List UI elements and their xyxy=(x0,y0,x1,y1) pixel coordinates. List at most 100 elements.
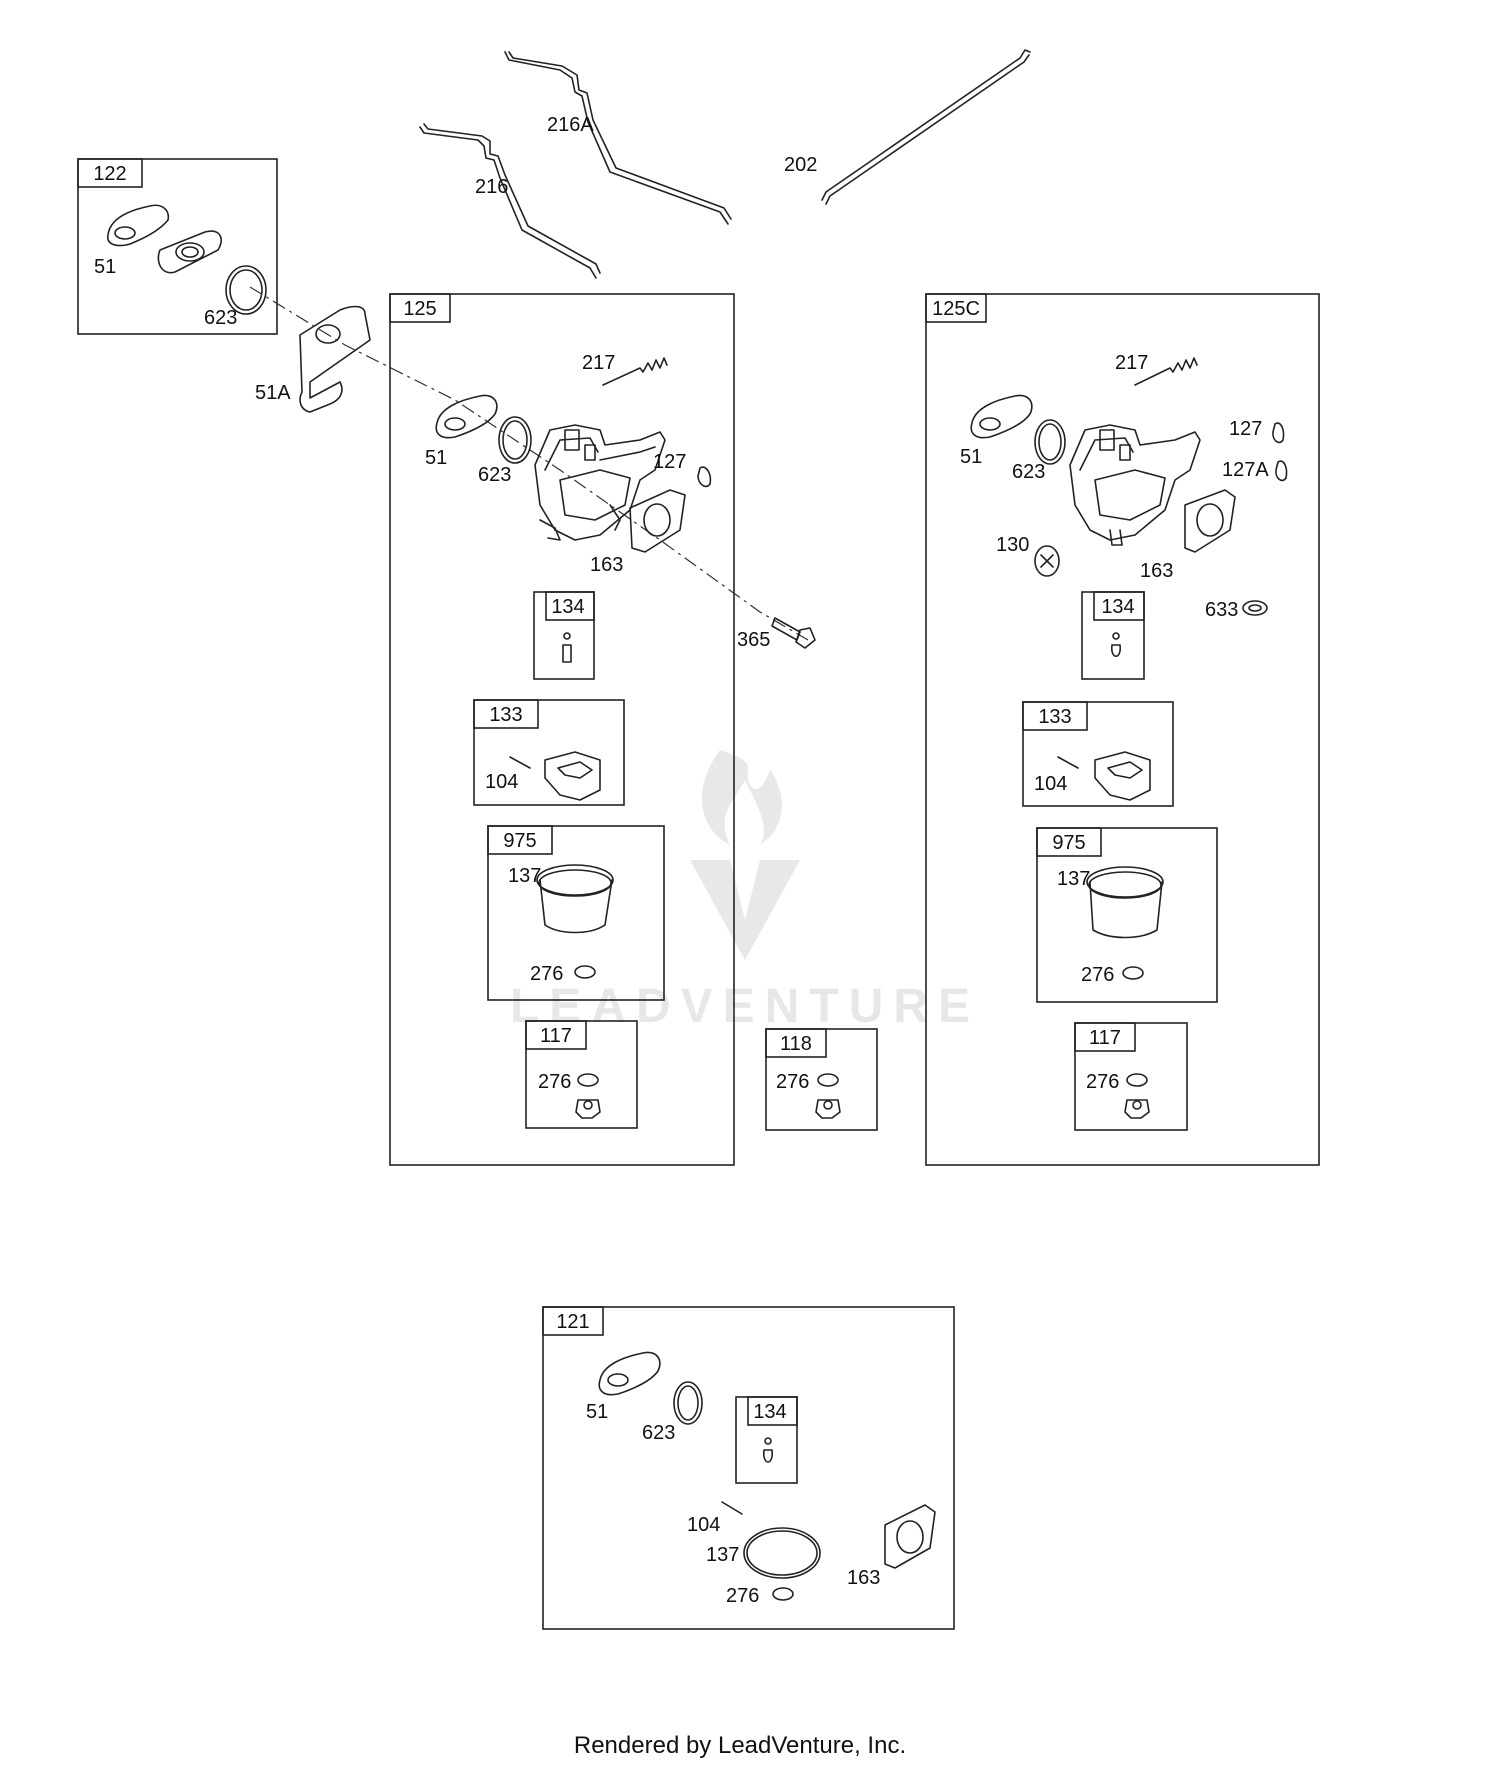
footer-credit: Rendered by LeadVenture, Inc. xyxy=(574,1732,906,1759)
rod-216 xyxy=(419,123,601,279)
part-label-127A-kit125C: 127A xyxy=(1222,459,1269,481)
kit-117-number-a: 117 xyxy=(540,1025,572,1047)
kit-117-number-b: 117 xyxy=(1089,1027,1121,1049)
clip-127-kit125C xyxy=(1272,422,1285,444)
part-label-623-kit121: 623 xyxy=(642,1422,675,1444)
kit-975-box-a: 975 137 276 xyxy=(487,825,665,1001)
kit-121-number: 121 xyxy=(556,1311,589,1333)
kit-975-number-b: 975 xyxy=(1052,832,1085,854)
kit-134-box-b: 134 xyxy=(1081,591,1145,680)
carburetor-body-125 xyxy=(534,424,666,541)
part-130 xyxy=(1034,545,1060,577)
part-label-51-kit121: 51 xyxy=(586,1401,608,1423)
watermark-text: LEADVENTURE xyxy=(510,980,980,1033)
part-label-216: 216 xyxy=(475,176,508,198)
part-label-217-kit125: 217 xyxy=(582,352,615,374)
kit-133-box-b: 133 104 xyxy=(1022,701,1174,807)
part-label-104-kit125: 104 xyxy=(485,771,518,793)
part-label-163-kit125C: 163 xyxy=(1140,560,1173,582)
kit-133-number-a: 133 xyxy=(489,704,522,726)
part-label-51A: 51A xyxy=(255,382,291,404)
carburetor-body-125C xyxy=(1069,424,1201,546)
part-label-137-kit125: 137 xyxy=(508,865,541,887)
kit-117-box-b: 117 276 xyxy=(1074,1022,1188,1131)
clip-127-kit125 xyxy=(697,466,712,488)
spring-217 xyxy=(602,357,668,386)
kit-118-box: 118 276 xyxy=(765,1028,878,1131)
gasket-51-kit121 xyxy=(598,1351,661,1396)
part-label-276-kit117a: 276 xyxy=(538,1071,571,1093)
part-label-163-kit121: 163 xyxy=(847,1567,880,1589)
part-label-623-kit122: 623 xyxy=(204,307,237,329)
part-633 xyxy=(1242,600,1268,616)
kit-125C-number: 125C xyxy=(932,298,980,320)
gasket-hole-b xyxy=(979,417,1001,431)
o-ring-623-kit125 xyxy=(498,416,532,464)
kit-122-number: 122 xyxy=(93,163,126,185)
gasket-163-kit125C xyxy=(1184,489,1236,553)
part-label-127-kit125: 127 xyxy=(653,451,686,473)
part-label-623-kit125: 623 xyxy=(478,464,511,486)
part-label-216A: 216A xyxy=(547,114,594,136)
part-label-623-kit125C: 623 xyxy=(1012,461,1045,483)
part-label-137-kit125C: 137 xyxy=(1057,868,1090,890)
gasket-51-kit125 xyxy=(435,394,498,439)
part-label-202: 202 xyxy=(784,154,817,176)
part-label-276-kit975b: 276 xyxy=(1081,964,1114,986)
part-label-130-kit125C: 130 xyxy=(996,534,1029,556)
part-label-127-kit125C: 127 xyxy=(1229,418,1262,440)
part-label-365: 365 xyxy=(737,629,770,651)
washer-276 xyxy=(574,965,596,979)
assembly-centerline xyxy=(249,286,809,641)
o-ring-inner-b xyxy=(1038,423,1062,461)
gasket-51-kit125C xyxy=(970,394,1033,439)
part-label-163-kit125: 163 xyxy=(590,554,623,576)
kit-134-number-b: 134 xyxy=(1101,596,1134,618)
rod-216A xyxy=(504,51,732,225)
kit-134-box-a: 134 xyxy=(533,591,595,680)
kit-125-number: 125 xyxy=(403,298,436,320)
float xyxy=(544,751,601,801)
gasket-163-kit125 xyxy=(629,489,686,553)
part-label-276-kit118: 276 xyxy=(776,1071,809,1093)
part-label-276-kit975a: 276 xyxy=(530,963,563,985)
part-label-137-kit121: 137 xyxy=(706,1544,739,1566)
part-label-276-kit117b: 276 xyxy=(1086,1071,1119,1093)
gasket-hole xyxy=(444,417,466,431)
kit-134-number-a: 134 xyxy=(551,596,584,618)
part-label-51-kit125: 51 xyxy=(425,447,447,469)
kit-975-box-b: 975 137 276 xyxy=(1036,827,1218,1003)
bowl-gasket-137-kit121 xyxy=(743,1527,821,1579)
kit-118-number: 118 xyxy=(780,1033,812,1055)
kit-134-number-c: 134 xyxy=(753,1401,786,1423)
part-label-51-kit125C: 51 xyxy=(960,446,982,468)
o-ring-623 xyxy=(225,265,267,315)
kit-133-box-a: 133 104 xyxy=(473,699,625,806)
bowl-gasket-137 xyxy=(536,864,614,896)
kit-122-box: 122 51 623 xyxy=(77,158,278,335)
spacer-51A xyxy=(299,305,371,413)
bolt-365 xyxy=(771,617,816,649)
part-label-633-kit125C: 633 xyxy=(1205,599,1238,621)
kit-133-number-b: 133 xyxy=(1038,706,1071,728)
leadventure-watermark: LEADVENTURE xyxy=(510,750,980,1033)
kit-125C-box: 125C xyxy=(925,293,1320,1166)
pin-104-kit125 xyxy=(509,756,531,769)
part-label-104-kit125C: 104 xyxy=(1034,773,1067,795)
part-label-217-kit125C: 217 xyxy=(1115,352,1148,374)
spring-217-125C xyxy=(1134,357,1198,386)
part-label-276-kit121: 276 xyxy=(726,1585,759,1607)
clip-127A-kit125C xyxy=(1275,460,1288,482)
rod-202 xyxy=(821,49,1031,205)
gasket-51 xyxy=(106,204,170,247)
o-ring-inner xyxy=(502,420,528,460)
part-label-104-kit121: 104 xyxy=(687,1514,720,1536)
insulator xyxy=(157,230,222,274)
kit-975-number-a: 975 xyxy=(503,830,536,852)
o-ring-623-kit125C xyxy=(1034,419,1066,465)
kit-134-box-c: 134 xyxy=(735,1396,798,1484)
part-label-51-kit122: 51 xyxy=(94,256,116,278)
o-ring-623-kit121 xyxy=(673,1381,703,1425)
kit-117-box-a: 117 276 xyxy=(525,1020,638,1129)
